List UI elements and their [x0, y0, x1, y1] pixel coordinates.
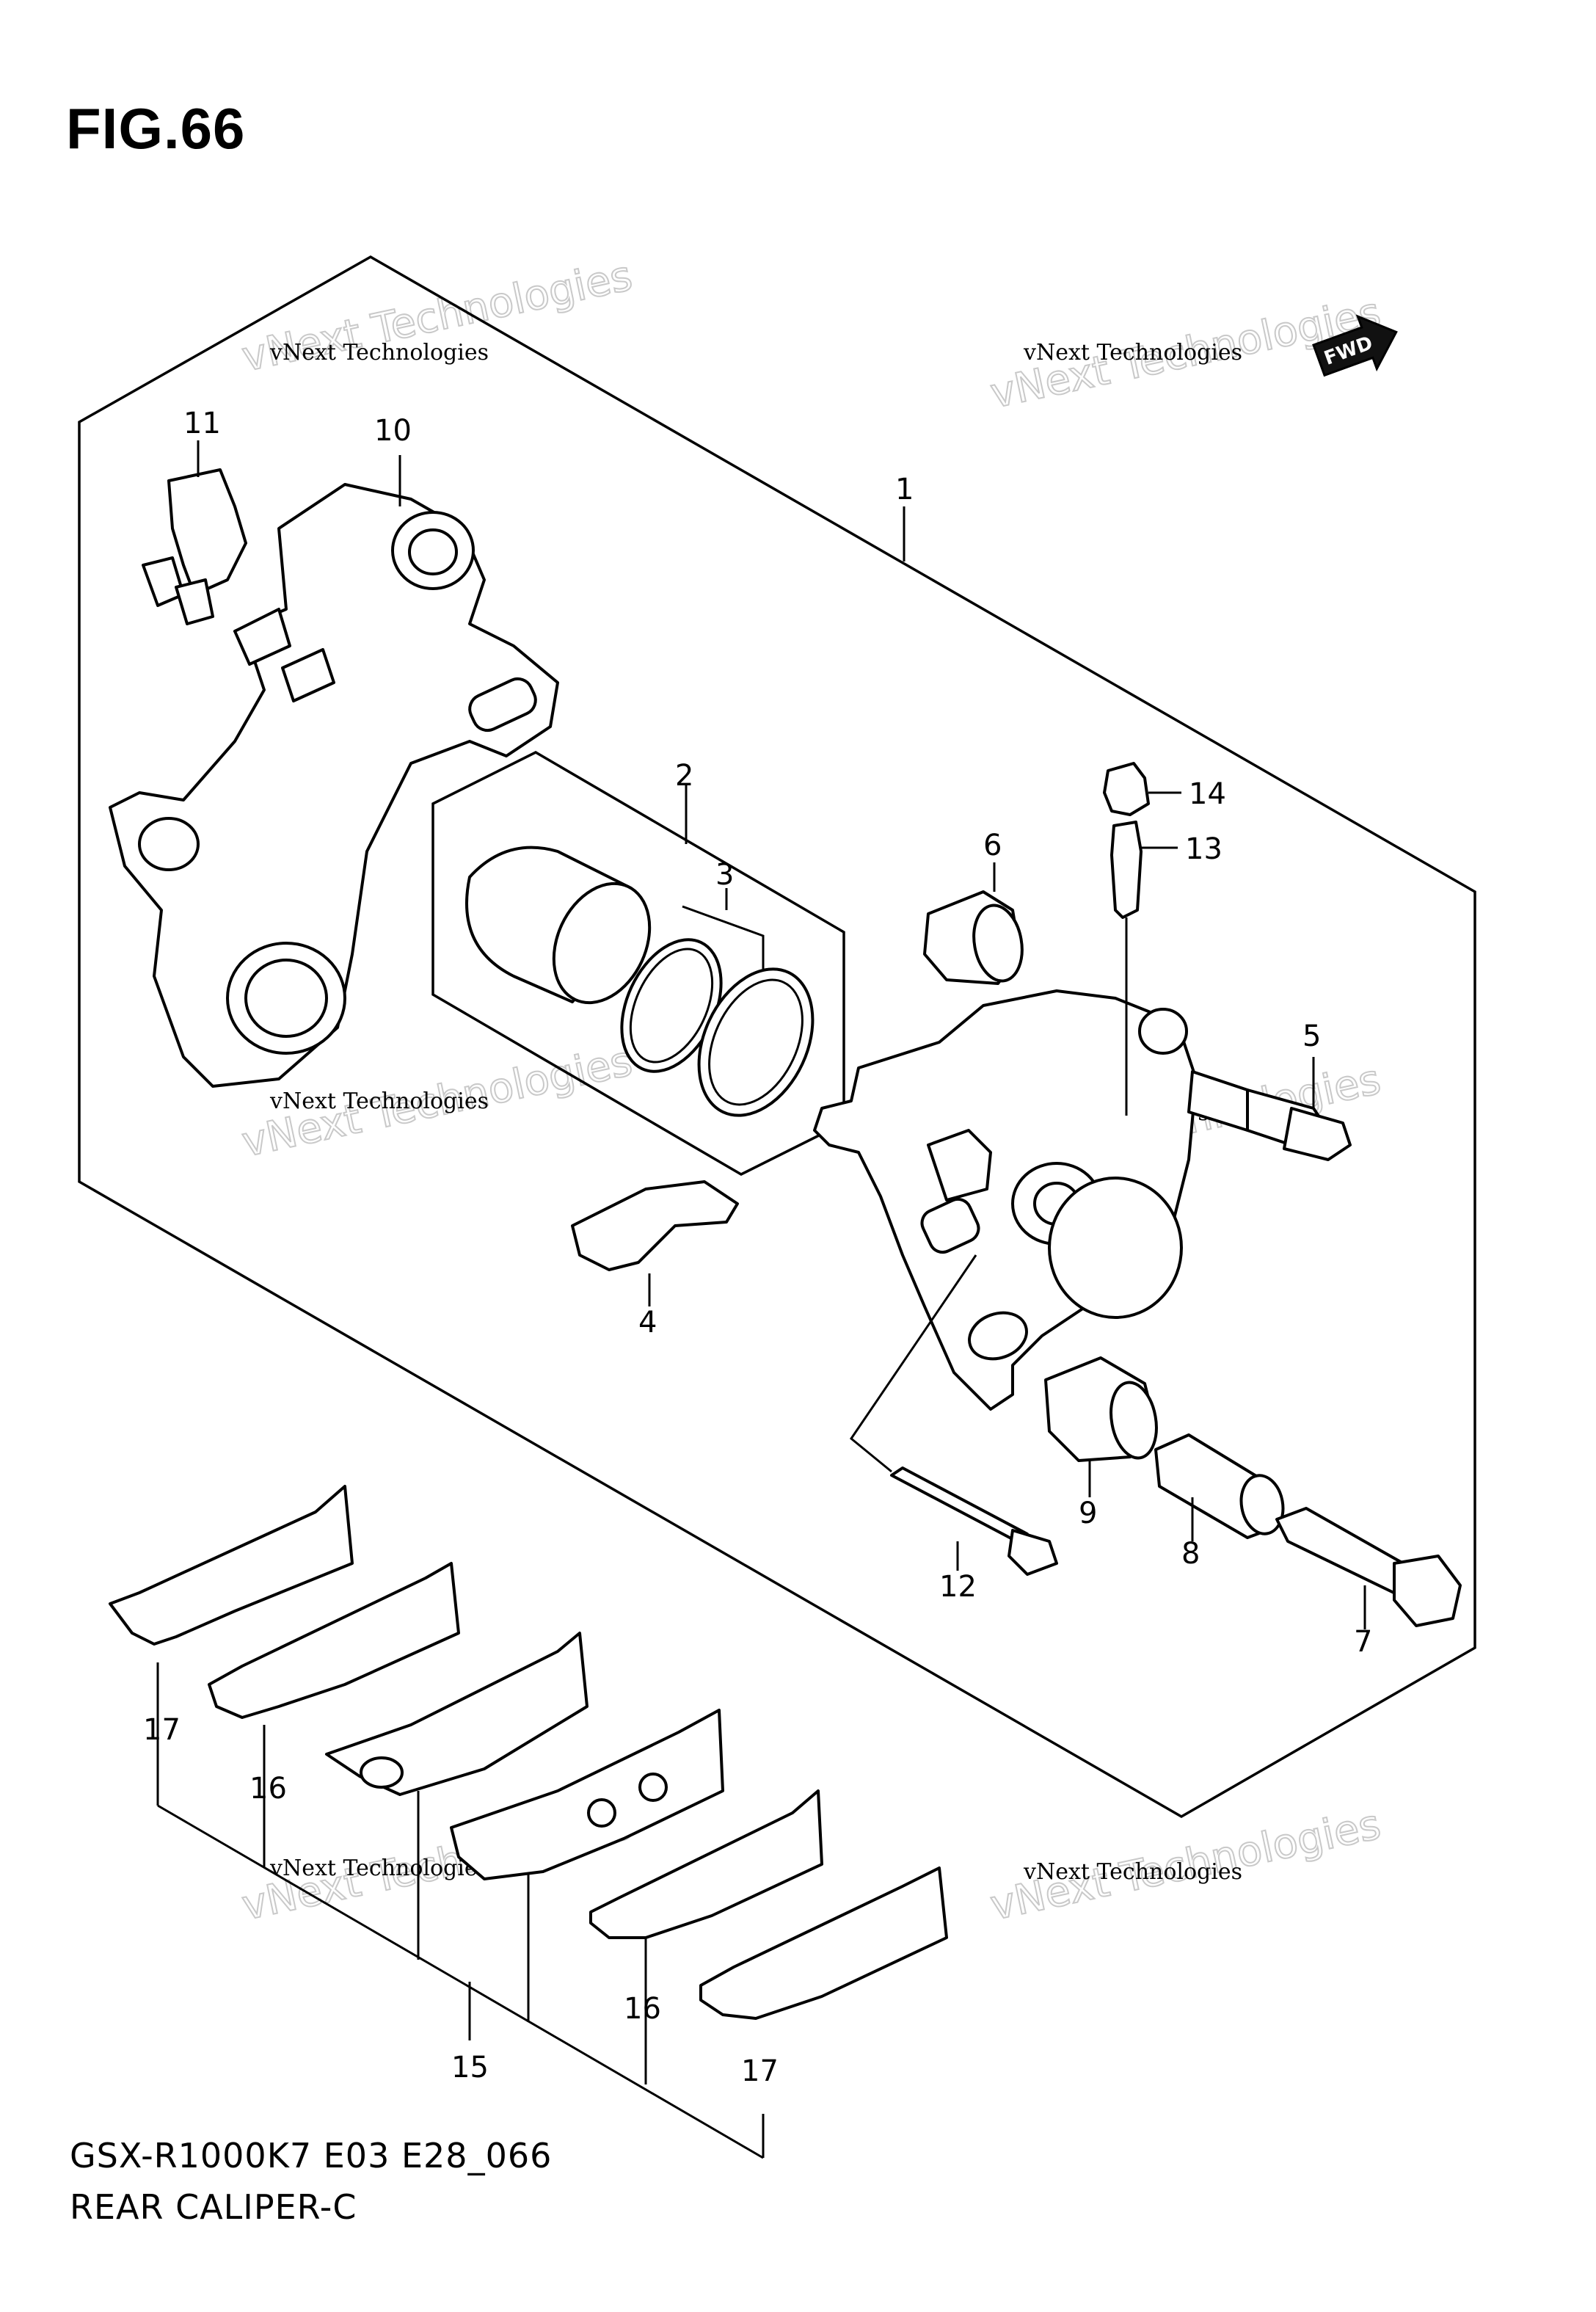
callout-11: 11 [183, 407, 221, 440]
callout-5: 5 [1302, 1019, 1321, 1053]
part-7-bolt [1275, 1507, 1462, 1629]
part-2-piston [465, 785, 688, 1005]
watermark-text: vNext Technologies [1023, 340, 1242, 366]
callout-10: 10 [374, 414, 412, 448]
part-3-seals [620, 888, 815, 1117]
part-17-shim-right [699, 1866, 948, 2020]
part-4-pad-spring-plate [571, 1180, 739, 1306]
callout-12: 12 [939, 1570, 977, 1604]
assembly-frame [78, 255, 1476, 1819]
part-6-boot [923, 862, 1024, 985]
diagram-name: REAR CALIPER-C [70, 2187, 357, 2227]
callout-7: 7 [1354, 1625, 1372, 1659]
part-15-pad-left [325, 1632, 589, 1796]
callout-17a: 17 [143, 1713, 181, 1747]
callout-9: 9 [1079, 1497, 1097, 1530]
figure-title: FIG.66 [66, 96, 246, 161]
callout-17b: 17 [741, 2054, 779, 2088]
watermark-text: vNext Technologies [269, 340, 489, 366]
part-5-pad-pin [1187, 1057, 1352, 1161]
part-14-bleeder-cap [1103, 762, 1181, 816]
part-9-boot [1044, 1356, 1158, 1497]
part-16-shim-left [208, 1562, 460, 1719]
part-8-sleeve [1154, 1433, 1285, 1541]
watermark-text: vNext Technologies [269, 1855, 489, 1881]
model-code: GSX-R1000K7 E03 E28_066 [70, 2136, 553, 2175]
watermark-text: vNext Technologies [1023, 1859, 1242, 1885]
part-10-caliper-bracket [109, 455, 559, 1088]
callout-13: 13 [1185, 832, 1222, 866]
callout-4: 4 [638, 1306, 657, 1339]
callout-14: 14 [1189, 777, 1226, 811]
callout-8: 8 [1181, 1537, 1200, 1571]
part-16-shim-right [589, 1789, 823, 1939]
callout-1: 1 [895, 473, 914, 506]
callout-3: 3 [715, 858, 734, 892]
part-11-pad-spring [142, 440, 247, 625]
callout-16a: 16 [249, 1772, 287, 1806]
part-17-shim-left [109, 1485, 354, 1646]
part-15-pad-right [450, 1709, 724, 1880]
callout-6: 6 [983, 829, 1002, 862]
caliper-body [813, 989, 1198, 1411]
watermark-text: vNext Technologies [269, 1088, 489, 1114]
fwd-arrow-icon: FWD [1312, 314, 1398, 377]
part-13-bleeder-valve [1110, 821, 1178, 1116]
pad-kit-bracket [156, 1662, 765, 2159]
callout-labels: 1 2 3 4 5 6 7 8 9 10 11 12 13 14 15 16 1… [143, 407, 1372, 2088]
part-12-pin [849, 1254, 1058, 1576]
callout-15: 15 [451, 2051, 489, 2084]
callout-16b: 16 [624, 1992, 661, 2026]
callout-2: 2 [675, 759, 693, 793]
